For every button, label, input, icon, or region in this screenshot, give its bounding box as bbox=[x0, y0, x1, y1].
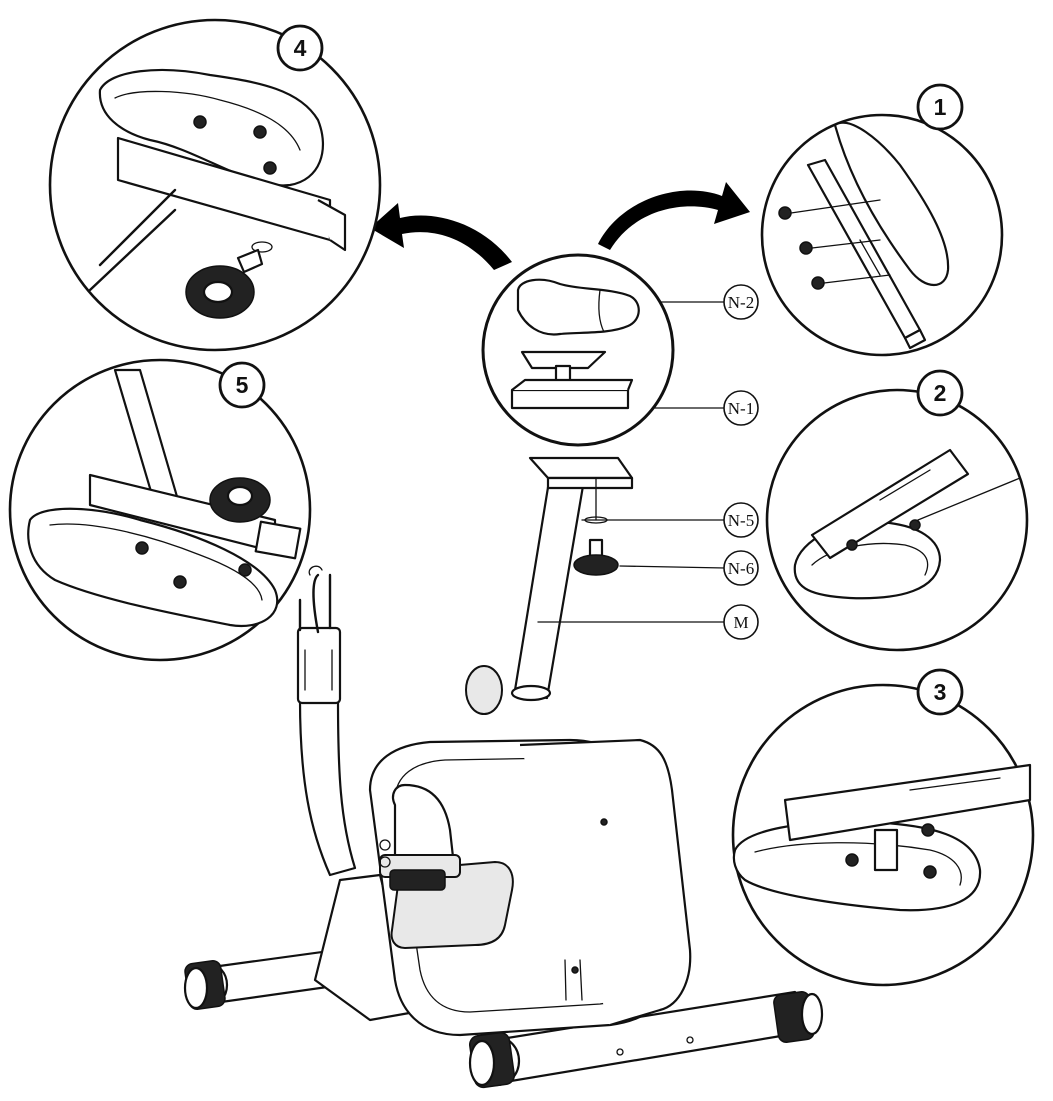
step-number-1: 1 bbox=[934, 94, 947, 120]
detail-step-3 bbox=[731, 683, 1035, 987]
svg-text:N-2: N-2 bbox=[728, 293, 754, 312]
step-badge: 4 bbox=[276, 24, 324, 72]
detail-step-2 bbox=[765, 388, 1029, 652]
step-number-3: 3 bbox=[934, 679, 947, 705]
parts-bubble bbox=[370, 182, 750, 447]
part-label-n5: N-5 bbox=[723, 502, 759, 538]
detail-step-5 bbox=[8, 358, 312, 662]
seat-part bbox=[516, 278, 640, 336]
front-stabilizer bbox=[468, 990, 824, 1089]
seat-post bbox=[465, 456, 634, 715]
part-label-n6: N-6 bbox=[723, 550, 759, 586]
svg-text:M: M bbox=[733, 613, 748, 632]
knob-part bbox=[573, 538, 619, 576]
svg-text:N-1: N-1 bbox=[728, 399, 754, 418]
step-badge: 5 bbox=[218, 361, 266, 409]
step-number-2: 2 bbox=[934, 380, 947, 406]
step-number-4: 4 bbox=[294, 35, 307, 61]
step-badge: 3 bbox=[916, 668, 964, 716]
bike-housing bbox=[368, 738, 692, 1037]
detail-step-1 bbox=[760, 113, 1004, 357]
svg-text:N-5: N-5 bbox=[728, 511, 754, 530]
detail-step-4 bbox=[48, 18, 382, 352]
seat-slider-part bbox=[510, 350, 634, 410]
step-badge: 2 bbox=[916, 369, 964, 417]
part-label-n2: N-2 bbox=[723, 284, 759, 320]
svg-text:N-6: N-6 bbox=[728, 559, 754, 578]
exercise-bike bbox=[183, 456, 824, 1089]
part-label-m: M bbox=[723, 604, 759, 640]
curved-arrow bbox=[370, 203, 512, 270]
washer-part bbox=[584, 516, 608, 524]
part-label-n1: N-1 bbox=[723, 390, 759, 426]
step-badge: 1 bbox=[916, 83, 964, 131]
step-number-5: 5 bbox=[236, 372, 249, 398]
curved-arrow bbox=[598, 182, 750, 250]
handlebar-post bbox=[296, 565, 357, 877]
